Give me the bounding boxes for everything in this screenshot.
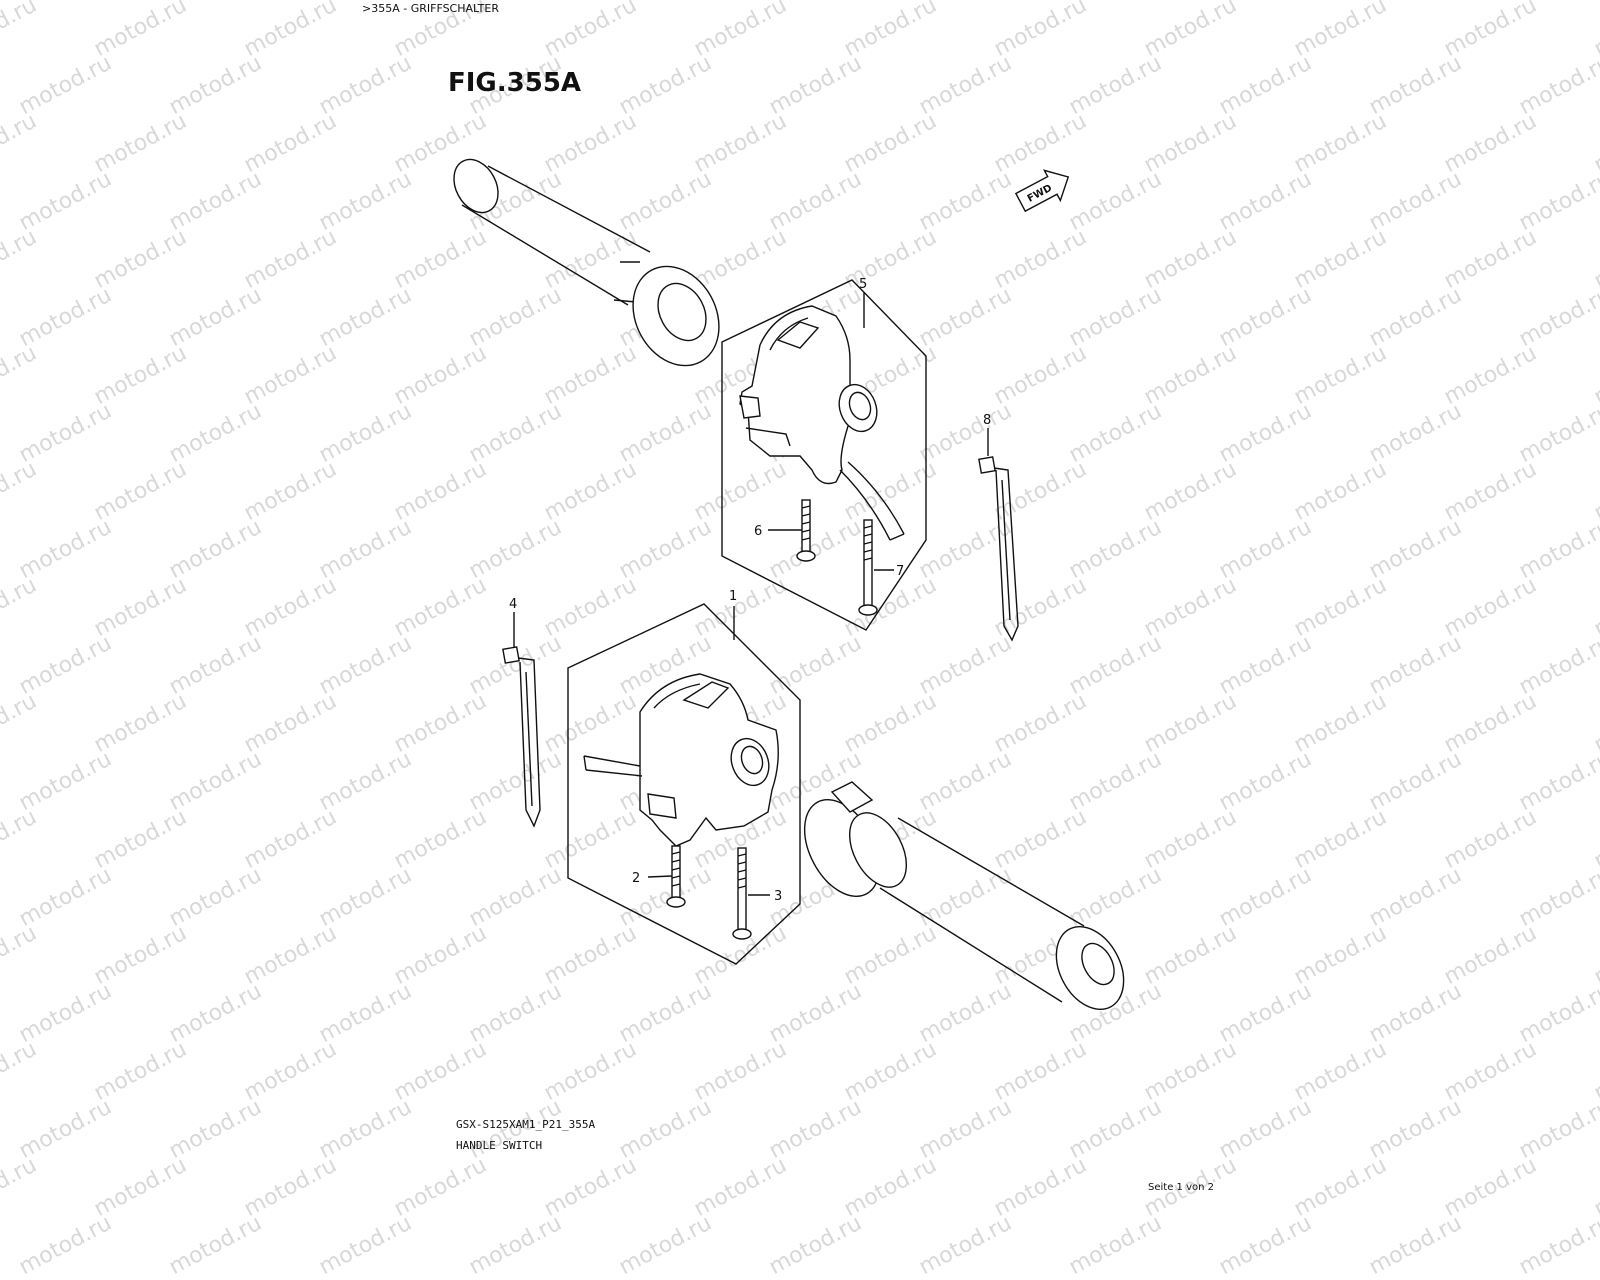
model-code: GSX-S125XAM1_P21_355A: [456, 1118, 596, 1131]
callout-3: 3: [774, 889, 782, 904]
callout-7: 7: [896, 564, 904, 579]
watermark-text: motod.ru: [315, 1210, 416, 1280]
screw-3: [732, 847, 752, 940]
watermark-text: motod.ru: [1215, 1210, 1316, 1280]
watermark-text: motod.ru: [615, 1210, 716, 1280]
page-number: Seite 1 von 2: [1148, 1182, 1214, 1193]
watermark-text: motod.ru: [915, 1210, 1016, 1280]
watermark-text: motod.ru: [1065, 1210, 1166, 1280]
callout-leaders: [513, 292, 989, 896]
exploded-parts-diagram: FWD: [453, 158, 1125, 1011]
cable-tie-8: [978, 456, 1019, 642]
watermark-text: motod.ru: [1515, 1210, 1600, 1280]
left-handle-switch: [739, 305, 905, 541]
part-name: HANDLE SWITCH: [456, 1139, 543, 1152]
forward-arrow-icon: FWD: [1014, 169, 1070, 213]
screw-6: [796, 499, 816, 562]
left-handlebar-grip: [453, 158, 720, 367]
right-switch-assembly-box: [567, 603, 801, 965]
left-switch-assembly-box: [721, 279, 927, 631]
breadcrumb: >355A - GRIFFSCHALTER: [362, 2, 499, 15]
right-handlebar-grip: [803, 781, 1125, 1011]
figure-title: FIG.355A: [448, 68, 582, 98]
cable-tie-4: [502, 646, 541, 828]
watermark-text: motod.ru: [165, 1210, 266, 1280]
callout-2: 2: [632, 871, 640, 886]
screw-2: [666, 845, 686, 908]
callout-6: 6: [754, 524, 762, 539]
callout-1: 1: [729, 589, 737, 604]
callout-5: 5: [859, 277, 867, 292]
right-handle-switch: [583, 673, 779, 847]
watermark-text: motod.ru: [15, 1210, 116, 1280]
watermark-text: motod.ru: [465, 1210, 566, 1280]
watermark-text: motod.ru: [765, 1210, 866, 1280]
screw-7: [858, 519, 878, 616]
callout-4: 4: [509, 597, 517, 612]
callout-8: 8: [983, 413, 991, 428]
watermark-text: motod.ru: [1365, 1210, 1466, 1280]
